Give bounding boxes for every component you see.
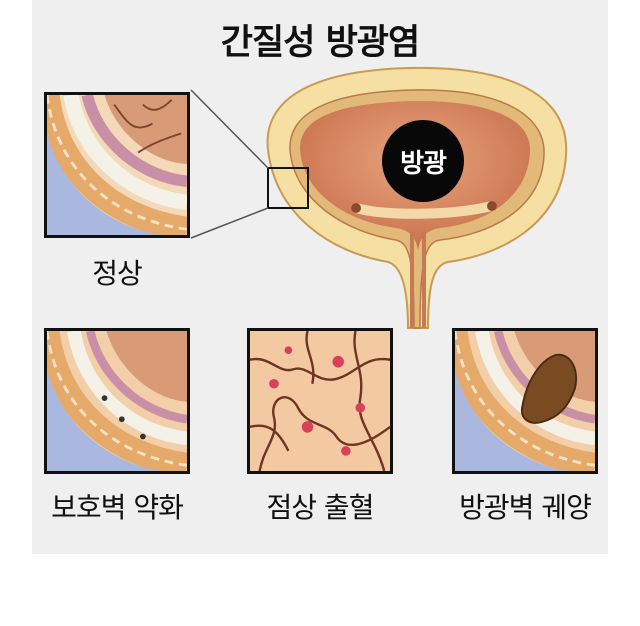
inset-ulcer xyxy=(452,328,598,474)
ulcer-mass xyxy=(520,353,577,424)
normal-tissue-drawing xyxy=(47,95,187,235)
caption-ulcer: 방광벽 궤양 xyxy=(459,491,592,524)
bleeding-tissue-drawing xyxy=(250,331,390,471)
inset-normal xyxy=(44,92,190,238)
weakened-tissue-drawing xyxy=(47,331,187,471)
zoom-box xyxy=(267,167,309,209)
urethra-opening xyxy=(351,201,497,219)
inset-weakened xyxy=(44,328,190,474)
diagram-title: 간질성 방광염 xyxy=(220,23,420,63)
organ-label-badge: 방광 xyxy=(382,120,464,202)
inset-bleeding xyxy=(247,328,393,474)
caption-bleeding: 점상 출혈 xyxy=(266,491,375,524)
ulcer-tissue-drawing xyxy=(455,331,595,471)
caption-normal: 정상 xyxy=(92,257,143,290)
zoom-line-bottom xyxy=(190,207,269,239)
caption-weakened: 보호벽 약화 xyxy=(51,491,184,524)
zoom-line-top xyxy=(190,89,269,169)
